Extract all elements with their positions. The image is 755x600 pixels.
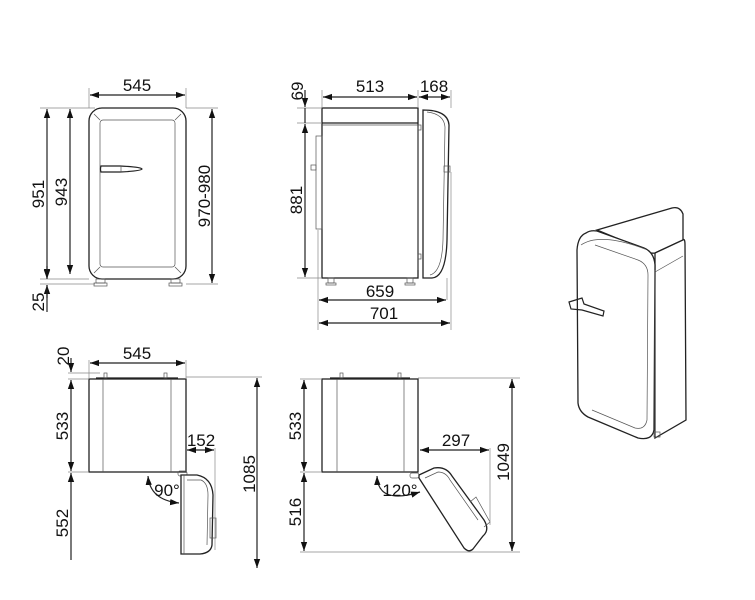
condenser <box>315 135 323 230</box>
fridge-top-body-120 <box>321 378 419 473</box>
top90-door-offset-label: 152 <box>187 431 215 450</box>
perspective-door <box>576 230 656 440</box>
cabinet-side <box>654 238 687 440</box>
door-open-120 <box>418 467 488 552</box>
top120-total-depth-label: 1049 <box>494 443 513 481</box>
top-offset-label: 69 <box>288 82 307 101</box>
door-depth-label: 168 <box>420 77 448 96</box>
front-view: 545 951 943 970-980 25 <box>29 76 218 312</box>
side-handle <box>443 165 451 173</box>
perspective-view <box>568 206 687 440</box>
overall-depth-label: 701 <box>370 304 398 323</box>
top90-width-label: 545 <box>123 344 151 363</box>
door-handle <box>99 165 143 173</box>
top90-swing-label: 552 <box>53 509 72 537</box>
front-total-height-label: 951 <box>29 180 48 208</box>
depth-with-door-label: 659 <box>366 282 394 301</box>
side-height-label: 881 <box>287 186 306 214</box>
feet-height-label: 25 <box>29 293 48 312</box>
angle-120-label: 120° <box>382 481 417 500</box>
fridge-top-body-90 <box>88 378 187 473</box>
side-view: 513 168 69 881 659 701 <box>287 77 452 330</box>
top90-depth-label: 533 <box>53 412 72 440</box>
front-width-label: 545 <box>123 76 151 95</box>
fridge-side-body <box>321 107 419 279</box>
top90-total-depth-label: 1085 <box>240 455 259 493</box>
fridge-front-body <box>88 107 187 280</box>
side-depth-label: 513 <box>356 77 384 96</box>
perspective-handle <box>568 297 605 317</box>
top-view-90: 545 20 533 552 152 1085 90° <box>53 344 262 568</box>
door-profile <box>422 109 450 279</box>
back-gap-label: 20 <box>54 347 73 366</box>
top120-door-offset-label: 297 <box>442 431 470 450</box>
angle-90-label: 90° <box>154 481 180 500</box>
top120-swing-label: 516 <box>286 498 305 526</box>
top-view-120: 533 516 297 1049 120° <box>286 372 520 553</box>
front-adjustable-height-label: 970-980 <box>195 165 214 227</box>
front-body-height-label: 943 <box>52 178 71 206</box>
top120-depth-label: 533 <box>286 412 305 440</box>
door-open-90 <box>180 474 214 555</box>
